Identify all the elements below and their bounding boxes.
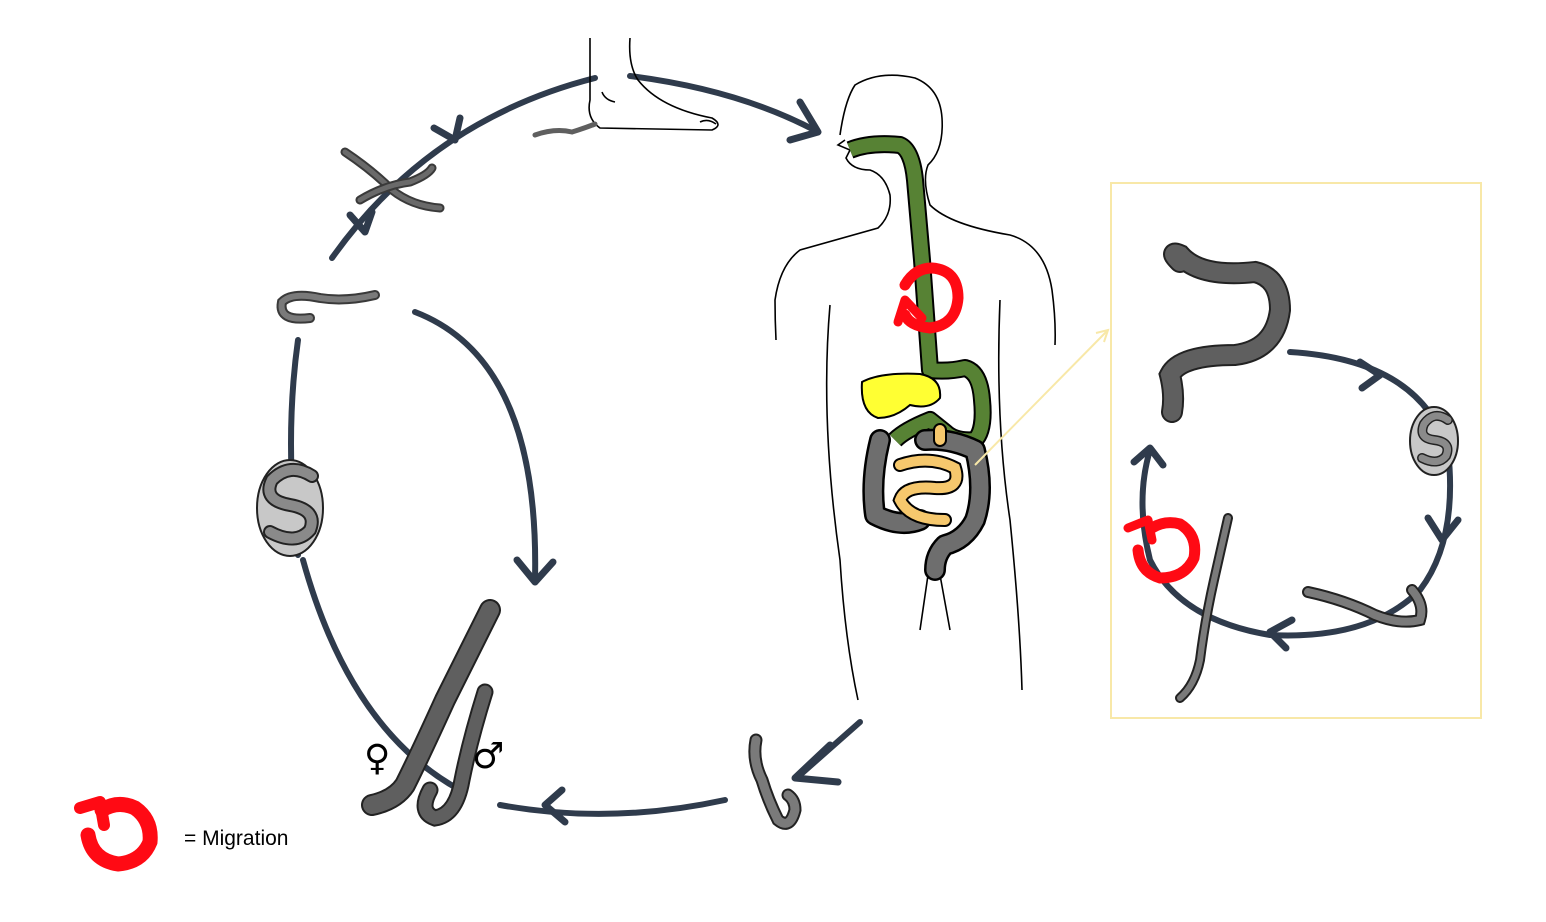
intestinal-cycle-inset <box>1110 182 1482 719</box>
arrowhead-4 <box>513 556 557 586</box>
arrowhead-5 <box>791 741 842 786</box>
legend-circular-arrow-icon <box>74 796 158 872</box>
male-symbol-icon: ♂ <box>472 736 504 777</box>
female-symbol-icon: ♀ <box>364 738 390 779</box>
arrowhead-6 <box>541 786 569 826</box>
legend: = Migration <box>74 796 288 872</box>
digestive-organs <box>846 135 992 581</box>
liver <box>860 372 942 420</box>
inset-cycle-ring <box>1139 349 1454 639</box>
inset-circular-arrow-icon <box>1123 515 1201 584</box>
circular-arrow-icon <box>893 262 964 334</box>
inset-frame <box>1110 182 1482 719</box>
cycle-arc-adults-to-egg <box>300 557 463 793</box>
arrowhead-3 <box>786 98 822 144</box>
embryonated-egg-icon <box>256 459 324 557</box>
cycle-arc-skin-to-host <box>627 73 821 135</box>
cycle-arrowheads <box>346 98 842 826</box>
cycle-arc-bottom <box>497 797 728 817</box>
free-living-adults: ♀ ♂ <box>361 599 504 827</box>
legend-label: = Migration <box>184 827 288 850</box>
cycle-arc-free-living <box>412 309 539 583</box>
inset-connector-line <box>974 329 1109 466</box>
inset-egg-icon <box>1409 406 1459 476</box>
larva-penetrating-skin <box>532 121 598 138</box>
human-foot <box>588 37 719 131</box>
arrowhead-2 <box>430 114 464 144</box>
arrowhead-1 <box>346 208 376 236</box>
